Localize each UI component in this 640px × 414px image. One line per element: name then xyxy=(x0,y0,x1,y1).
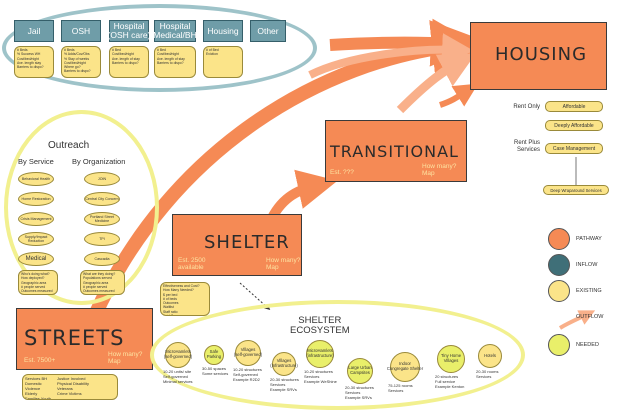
streets-populations-a: Services BH Domestic Violence Elderly Fa… xyxy=(25,376,52,400)
ecosystem-item: Hotels xyxy=(478,344,502,368)
outreach-service-item: Crisis Management xyxy=(18,212,54,226)
legend-swatch-inflow xyxy=(548,254,570,276)
rent-only-label: Rent Only xyxy=(513,104,540,110)
legend-label-inflow: INFLOW xyxy=(576,262,598,268)
source-note: # of Bed Eviction xyxy=(203,46,243,78)
shelter-note: Effectiveness and Cost? How Many Needed?… xyxy=(160,282,210,316)
source-note: # Beds % Success WH Cost/bed/night Ave. … xyxy=(14,46,54,78)
ecosystem-item: Villages (self-governed) xyxy=(234,340,262,366)
ecosystem-ellipse xyxy=(150,300,525,410)
ecosystem-title: SHELTER ECOSYSTEM xyxy=(290,315,350,336)
source-note: # Bed Cost/bed/night Ave. length of stay… xyxy=(109,46,149,78)
ecosystem-caption: 20-30 structures Services Example SRVs xyxy=(270,377,299,392)
transitional-box xyxy=(325,120,467,182)
source-hospital: Hospital (OSH care) xyxy=(107,20,151,42)
housing-title: HOUSING xyxy=(495,44,588,65)
ecosystem-caption: 75-125 rooms Services xyxy=(388,383,413,393)
ecosystem-caption: 10-20 units/ site Self-governed Minimal … xyxy=(163,369,193,384)
legend-swatch-pathway xyxy=(548,228,570,250)
transitional-estimate: Est. ??? xyxy=(330,169,354,176)
rent-plus-label: Rent Plus Services xyxy=(513,140,540,153)
legend-label-existing: EXISTING xyxy=(576,288,602,294)
arrow-transitional-to-housing xyxy=(396,53,476,114)
source-other: Other xyxy=(250,20,286,42)
outreach-org-item: Cascadia xyxy=(84,252,120,266)
shelter-estimate: Est. 2500 available xyxy=(178,257,206,271)
arrow-sources-to-housing xyxy=(329,18,479,67)
outreach-by-org: By Organization xyxy=(72,157,126,166)
transitional-how-many: How many? Map xyxy=(422,163,457,177)
source-osh: OSH xyxy=(61,20,101,42)
outreach-org-item: TPI xyxy=(84,232,120,246)
source-hospital-medical: Hospital (Medical/BH) xyxy=(150,20,200,42)
legend-swatch-existing xyxy=(548,280,570,302)
ecosystem-caption: 30-50 spaces Some services xyxy=(202,366,229,376)
ecosystem-item: MicroHamlets (self-governed) xyxy=(164,342,192,368)
streets-how-many: How many? Map xyxy=(108,351,143,365)
shelter-box xyxy=(172,214,302,276)
ecosystem-caption: 20 structures Full service Example Kento… xyxy=(435,374,465,389)
source-housing: Housing xyxy=(203,20,243,42)
shelter-title: SHELTER xyxy=(204,232,290,253)
pill-deep-wraparound: Deep Wraparound Services xyxy=(543,185,609,195)
streets-box xyxy=(16,308,153,370)
ecosystem-item: Villages (Infrastructure) xyxy=(270,352,298,376)
outreach-service-item: Medical xyxy=(18,252,54,266)
outreach-ellipse xyxy=(4,110,159,305)
outreach-org-item: JOIN xyxy=(84,172,120,186)
legend-swatch-needed xyxy=(548,334,570,356)
arrow-outflow-legend xyxy=(558,310,596,330)
streets-title: STREETS xyxy=(24,326,125,350)
legend-label-outflow: OUTFLOW xyxy=(576,314,604,320)
pill-affordable: Affordable xyxy=(545,101,603,112)
arrow-housing-out xyxy=(439,83,479,108)
ecosystem-caption: 20-30 structures Services Example SRVs xyxy=(345,385,374,400)
pill-case-management: Case Management xyxy=(545,143,603,154)
streets-populations: Services BH Domestic Violence Elderly Fa… xyxy=(22,374,118,400)
ecosystem-caption: 10-20 structures Services Example WeShin… xyxy=(304,369,337,384)
outreach-note-left: Who's doing what? How deployed? Geograph… xyxy=(18,270,58,295)
legend-label-needed: NEEDED xyxy=(576,342,599,348)
outreach-note-right: What are they doing? Populations served … xyxy=(80,270,125,295)
shelter-how-many: How many? Map xyxy=(266,257,301,271)
pill-deeply-affordable: Deeply Affordable xyxy=(545,120,603,131)
source-jail: Jail xyxy=(14,20,54,42)
transitional-title: TRANSITIONAL xyxy=(330,142,459,161)
streets-populations-b: Justice Involved Physical Disability Vet… xyxy=(57,376,90,396)
source-note: # Beds % Adds/Cov/Obs % Stay of weeks Co… xyxy=(61,46,101,78)
outreach-by-service: By Service xyxy=(18,157,54,166)
ecosystem-item: MicroHamlets (infrastructure) xyxy=(306,340,334,368)
ecosystem-item: Large Urban Campsites xyxy=(347,358,373,384)
outreach-title: Outreach xyxy=(48,140,90,151)
outreach-org-item: Central City Concern xyxy=(84,192,120,206)
outreach-service-item: Supply/Impact Reduction xyxy=(18,232,54,246)
source-note: # Bed Cost/bed/night Ave. length of stay… xyxy=(154,46,196,78)
ecosystem-caption: 10-20 structures Self-governed Example R… xyxy=(233,367,262,382)
outreach-service-item: Home Restoration xyxy=(18,192,54,206)
ecosystem-item: Indoor Congregate Shelter xyxy=(387,352,423,382)
outreach-service-item: Behavioral Health xyxy=(18,172,54,186)
sources-ellipse xyxy=(2,4,317,92)
legend-label-pathway: PATHWAY xyxy=(576,236,602,242)
arrow-jail-to-housing xyxy=(308,33,474,79)
ecosystem-item: Tiny Home Villages xyxy=(437,345,465,373)
outreach-org-item: Portland Street Medicine xyxy=(84,212,120,226)
streets-estimate: Est. 7500+ xyxy=(24,357,56,364)
ecosystem-item: Safe Parking xyxy=(204,345,224,365)
housing-box xyxy=(470,22,607,90)
ecosystem-caption: 20-30 rooms Services xyxy=(476,369,499,379)
